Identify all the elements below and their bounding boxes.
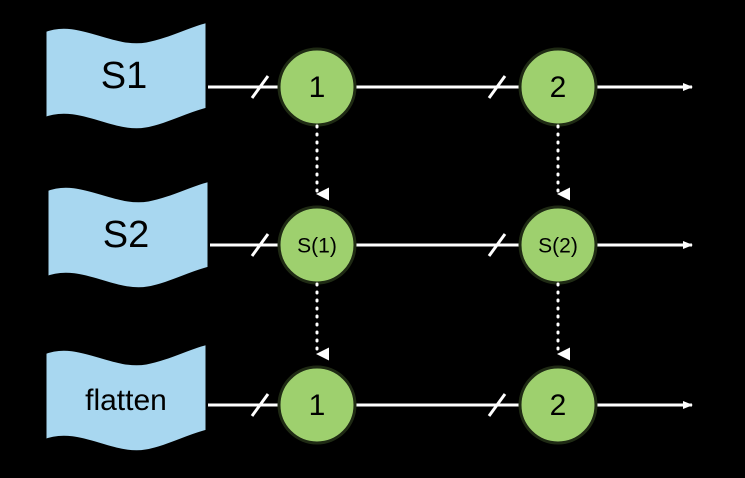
tick-s2-edge2: [487, 233, 507, 257]
node-s2-2-label: S(2): [538, 235, 578, 258]
row-s1: S1 1 2: [41, 17, 693, 134]
tick-flatten-edge1: [250, 393, 270, 417]
flag-s2-shape: [43, 176, 213, 293]
flag-flatten-shape: [41, 339, 211, 456]
flag-s1-shape: [41, 17, 211, 134]
tick-s2-edge1: [250, 233, 270, 257]
node-flatten-1: [277, 365, 357, 445]
node-s1-2-label: 2: [550, 71, 567, 104]
tick-flatten-edge2: [487, 393, 507, 417]
node-flatten-2-label: 2: [550, 389, 567, 422]
row-flatten: flatten 1 2: [41, 339, 693, 456]
tick-s1-edge2: [487, 75, 507, 99]
node-s2-1-label: S(1): [297, 235, 337, 258]
node-flatten-2: [518, 365, 598, 445]
flag-flatten-label: flatten: [85, 384, 167, 417]
flag-s2-label: S2: [103, 214, 149, 256]
node-s1-1-label: 1: [309, 71, 326, 104]
flag-s1-label: S1: [101, 55, 147, 97]
tick-s1-edge1: [250, 75, 270, 99]
vertical-connectors: [315, 124, 570, 361]
node-flatten-1-label: 1: [309, 389, 326, 422]
row-s2: S2 S(1) S(2): [43, 176, 693, 293]
